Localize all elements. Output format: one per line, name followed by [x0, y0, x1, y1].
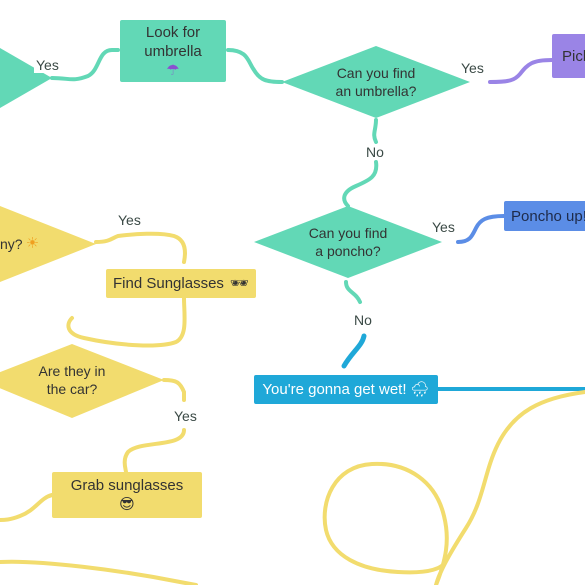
connector-umbrella-yes: [488, 58, 554, 84]
sun-icon: ☀: [25, 235, 40, 252]
connector-bottom-left-curve: [0, 559, 198, 585]
decision-label-poncho: Can you find a poncho?: [278, 224, 418, 260]
partial-decision-diamond-top-left[interactable]: [0, 48, 52, 108]
node-pick-partial[interactable]: Pick: [552, 34, 585, 78]
edge-label-yes-sunny: Yes: [116, 212, 143, 228]
edge-label-no-poncho: No: [352, 312, 374, 328]
decision-label-sunny-partial: ny? ☀: [0, 234, 48, 254]
connector-car-yes: [122, 378, 186, 474]
edge-label-yes-poncho: Yes: [430, 219, 457, 235]
node-label: Pick: [562, 47, 585, 65]
node-label: Poncho up!: [511, 207, 585, 225]
decision-diamond-sunny-partial[interactable]: [0, 206, 96, 282]
connector-poncho-yes: [456, 214, 506, 244]
connector-umbrella-no: [342, 118, 379, 208]
connector-look-to-umbrella-question: [226, 48, 284, 84]
connector-grab-out: [0, 493, 54, 522]
sunglasses-icon: 🕶: [229, 275, 249, 292]
decision-text-line1: Are they in: [38, 363, 106, 379]
edge-label-no-umbrella: No: [364, 144, 386, 160]
decision-label-car: Are they in the car?: [14, 362, 130, 398]
edge-label-yes-top-left: Yes: [34, 57, 61, 73]
node-label-line2: umbrella: [144, 42, 202, 60]
edge-label-yes-umbrella: Yes: [459, 60, 486, 76]
connector-sunny-yes: [94, 231, 187, 264]
node-gonna-get-wet[interactable]: You're gonna get wet! 🌧: [254, 375, 438, 404]
decision-text-line1: Can you find: [308, 225, 388, 241]
decision-text-line2: a poncho?: [315, 243, 381, 259]
decision-diamond-poncho[interactable]: [254, 206, 442, 278]
decision-diamond-umbrella[interactable]: [282, 46, 470, 118]
umbrella-icon: ☂: [166, 61, 180, 79]
decision-diamond-car[interactable]: [0, 344, 164, 418]
cool-face-icon: 😎: [119, 496, 135, 513]
node-poncho-up[interactable]: Poncho up!: [504, 201, 585, 231]
connector-long-loop: [322, 390, 585, 585]
node-label: You're gonna get wet!: [262, 381, 407, 398]
decision-text: ny?: [0, 236, 23, 252]
edge-label-yes-car: Yes: [172, 408, 199, 424]
connector-poncho-no: [344, 280, 362, 304]
decision-text-line2: an umbrella?: [335, 83, 417, 99]
node-find-sunglasses[interactable]: Find Sunglasses 🕶: [106, 269, 256, 298]
connector-yes-to-look: [50, 48, 120, 82]
node-label: Grab sunglasses: [70, 477, 184, 494]
connector-find-to-car: [66, 296, 187, 348]
node-grab-sunglasses[interactable]: Grab sunglasses 😎: [52, 472, 202, 518]
node-label: Find Sunglasses: [113, 275, 224, 292]
connector-no-to-wet: [341, 333, 367, 369]
node-label-line1: Look for: [145, 23, 201, 41]
decision-label-umbrella: Can you find an umbrella?: [306, 64, 446, 100]
decision-text-line2: the car?: [46, 381, 98, 397]
rain-cloud-icon: 🌧: [410, 381, 430, 398]
decision-text-line1: Can you find: [336, 65, 416, 81]
node-look-for-umbrella[interactable]: Look for umbrella ☂: [120, 20, 226, 82]
